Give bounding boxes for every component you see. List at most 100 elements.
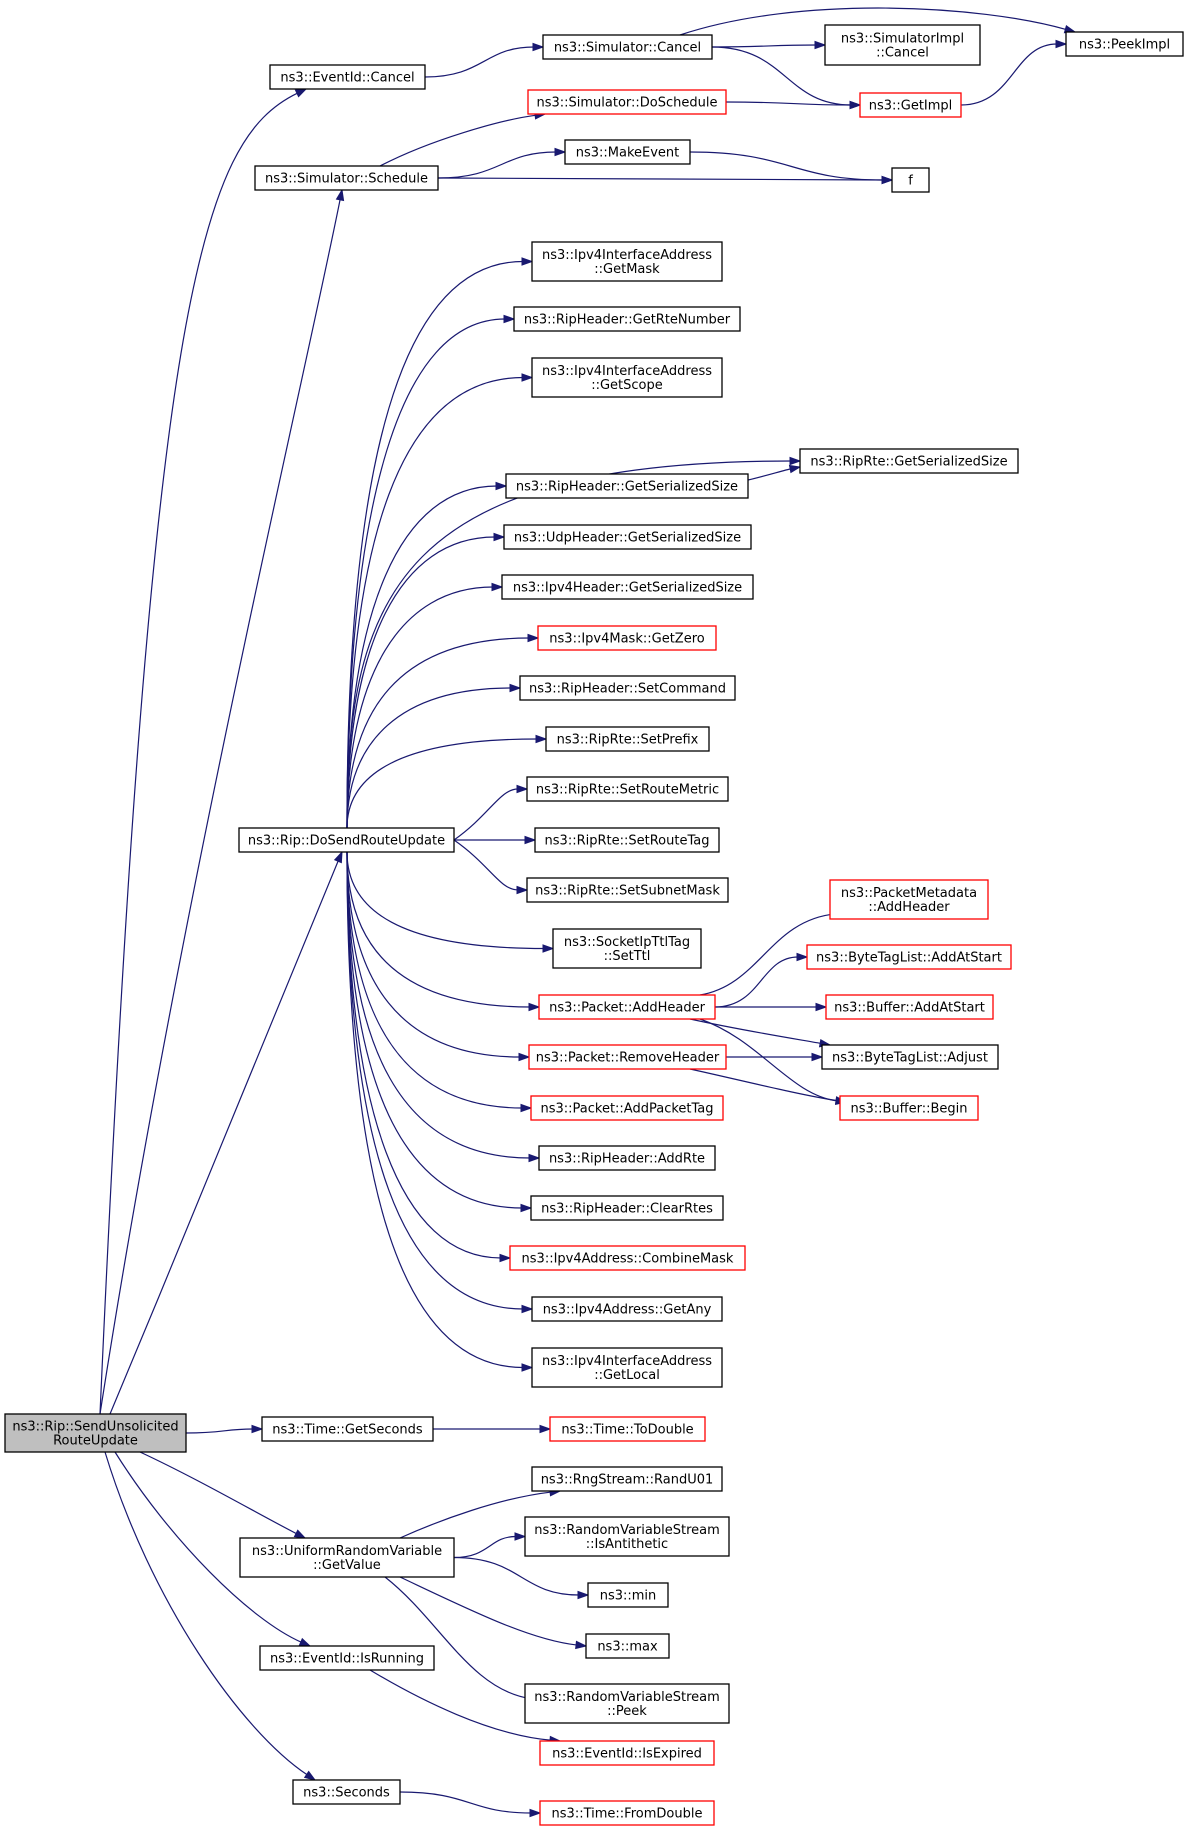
node-udp_getser[interactable]: ns3::UdpHeader::GetSerializedSize [503,524,752,550]
node-min[interactable]: ns3::min [587,1582,669,1608]
edge-urv_getvalue-to-randu01 [399,1491,552,1539]
node-label: ::Cancel [876,46,929,61]
node-ipv4h_getser[interactable]: ns3::Ipv4Header::GetSerializedSize [501,574,754,600]
node-getany[interactable]: ns3::Ipv4Address::GetAny [531,1296,723,1322]
node-label: ns3::RipHeader::ClearRtes [541,1202,713,1217]
node-label: ns3::Ipv4Mask::GetZero [549,632,704,647]
node-box [538,994,716,1020]
edge-urv_getvalue-to-max [399,1576,578,1646]
node-box [501,574,754,600]
node-getscope[interactable]: ns3::Ipv4InterfaceAddress::GetScope [531,357,723,398]
node-sim_schedule[interactable]: ns3::Simulator::Schedule [254,165,439,191]
node-f[interactable]: f [891,167,930,193]
node-btl_adjust[interactable]: ns3::ByteTagList::Adjust [821,1044,999,1070]
edge-dosendrouteupdate-to-ipv4mask_getzero [346,637,530,829]
node-getrtenumber[interactable]: ns3::RipHeader::GetRteNumber [513,306,741,332]
arrowhead-dosendrouteupdate-to-getrtenumber [503,314,516,324]
node-box [524,1683,730,1724]
node-eventid_isrunning[interactable]: ns3::EventId::IsRunning [259,1645,435,1671]
node-randu01[interactable]: ns3::RngStream::RandU01 [531,1466,723,1492]
node-box [519,675,736,701]
node-rvs_peek[interactable]: ns3::RandomVariableStream::Peek [524,1683,730,1724]
arrowhead-dosendrouteupdate-to-addpackettag [520,1103,533,1113]
node-pm_addheader[interactable]: ns3::PacketMetadata::AddHeader [829,879,989,920]
node-setttl[interactable]: ns3::SocketIpTtlTag::SetTtl [552,928,702,969]
node-setroutemetric[interactable]: ns3::RipRte::SetRouteMetric [526,776,729,802]
node-buffer_addatstart[interactable]: ns3::Buffer::AddAtStart [825,994,994,1020]
nodes-layer: ns3::Rip::SendUnsolicitedRouteUpdatens3:… [4,24,1184,1826]
node-addrte[interactable]: ns3::RipHeader::AddRte [538,1145,716,1171]
node-eventid_cancel[interactable]: ns3::EventId::Cancel [269,64,426,90]
node-buffer_begin[interactable]: ns3::Buffer::Begin [839,1095,979,1121]
arrowhead-seconds-to-time_fromdouble [529,1808,542,1818]
node-time_fromdouble[interactable]: ns3::Time::FromDouble [539,1800,715,1826]
node-setsubnetmask[interactable]: ns3::RipRte::SetSubnetMask [526,877,729,903]
node-box [269,64,426,90]
node-box [542,34,713,60]
node-clearrtes[interactable]: ns3::RipHeader::ClearRtes [530,1195,724,1221]
arrowhead-dosendrouteupdate-to-packet_addheader [528,1002,541,1012]
node-addpackettag[interactable]: ns3::Packet::AddPacketTag [530,1095,724,1121]
node-box [538,1145,716,1171]
arrowhead-ripheader_getser-to-riprte_getser [788,464,802,474]
node-box [261,1416,434,1442]
node-combinemask[interactable]: ns3::Ipv4Address::CombineMask [509,1245,746,1271]
node-sim_cancel[interactable]: ns3::Simulator::Cancel [542,34,713,60]
arrowhead-sim_schedule-to-makeevent [554,147,567,157]
arrowhead-dosendrouteupdate-to-setroutetag [524,835,537,845]
arrowhead-root-to-sim_schedule [335,188,345,202]
node-box [891,167,930,193]
arrowhead-dosendrouteupdate-to-ipv4h_getser [491,582,504,592]
edge-sim_schedule-to-f [437,177,884,181]
node-setroutetag[interactable]: ns3::RipRte::SetRouteTag [534,827,720,853]
node-time_getseconds[interactable]: ns3::Time::GetSeconds [261,1416,434,1442]
arrowhead-root-to-time_getseconds [251,1424,264,1434]
node-setcommand[interactable]: ns3::RipHeader::SetCommand [519,675,736,701]
node-eventid_isexpired[interactable]: ns3::EventId::IsExpired [539,1740,715,1766]
edge-urv_getvalue-to-rvs_peek [384,1576,532,1700]
node-sim_doschedule[interactable]: ns3::Simulator::DoSchedule [527,89,727,115]
node-label: ns3::Rip::DoSendRouteUpdate [248,834,445,849]
node-peekimpl[interactable]: ns3::PeekImpl [1065,31,1184,57]
node-ipv4mask_getzero[interactable]: ns3::Ipv4Mask::GetZero [537,625,717,651]
node-dosendrouteupdate[interactable]: ns3::Rip::DoSendRouteUpdate [238,827,455,853]
edge-dosendrouteupdate-to-combinemask [346,851,502,1259]
node-time_todouble[interactable]: ns3::Time::ToDouble [549,1416,706,1442]
arrowhead-root-to-eventid_cancel [294,88,308,98]
node-label: ns3::Ipv4Header::GetSerializedSize [513,581,742,596]
node-box [528,1044,727,1070]
node-makeevent[interactable]: ns3::MakeEvent [564,139,691,165]
node-box [587,1582,669,1608]
node-label: ns3::Simulator::Schedule [265,172,428,187]
node-getmask[interactable]: ns3::Ipv4InterfaceAddress::GetMask [531,241,723,282]
node-ripheader_getser[interactable]: ns3::RipHeader::GetSerializedSize [505,473,749,499]
node-isantithetic[interactable]: ns3::RandomVariableStream::IsAntithetic [524,1516,730,1557]
arrowhead-root-to-dosendrouteupdate [333,850,343,864]
node-getimpl[interactable]: ns3::GetImpl [859,92,962,118]
node-box [545,726,710,752]
node-getlocal[interactable]: ns3::Ipv4InterfaceAddress::GetLocal [531,1347,723,1388]
node-box [531,241,723,282]
node-box [539,1800,715,1826]
node-riprte_getser[interactable]: ns3::RipRte::GetSerializedSize [799,448,1019,474]
edge-dosendrouteupdate-to-ipv4h_getser [346,586,494,829]
node-label: ns3::MakeEvent [576,146,680,161]
node-simimpl_cancel[interactable]: ns3::SimulatorImpl::Cancel [824,24,981,66]
edge-sim_cancel-to-getimpl [711,46,852,106]
node-max[interactable]: ns3::max [585,1633,670,1659]
node-label: ns3::RandomVariableStream [534,1523,720,1538]
node-packet_removeheader[interactable]: ns3::Packet::RemoveHeader [528,1044,727,1070]
node-label: ns3::EventId::IsExpired [552,1747,702,1762]
node-setprefix[interactable]: ns3::RipRte::SetPrefix [545,726,710,752]
node-box [526,877,729,903]
node-urv_getvalue[interactable]: ns3::UniformRandomVariable::GetValue [239,1537,455,1578]
arrowhead-packet_removeheader-to-btl_adjust [811,1052,824,1062]
edge-dosendrouteupdate-to-setroutemetric [453,788,519,841]
node-seconds[interactable]: ns3::Seconds [292,1779,401,1805]
node-btl_addatstart[interactable]: ns3::ByteTagList::AddAtStart [806,944,1012,970]
node-packet_addheader[interactable]: ns3::Packet::AddHeader [538,994,716,1020]
node-box [527,89,727,115]
node-label: ns3::Rip::SendUnsolicited [12,1420,178,1435]
node-label: ns3::Simulator::Cancel [554,41,701,56]
